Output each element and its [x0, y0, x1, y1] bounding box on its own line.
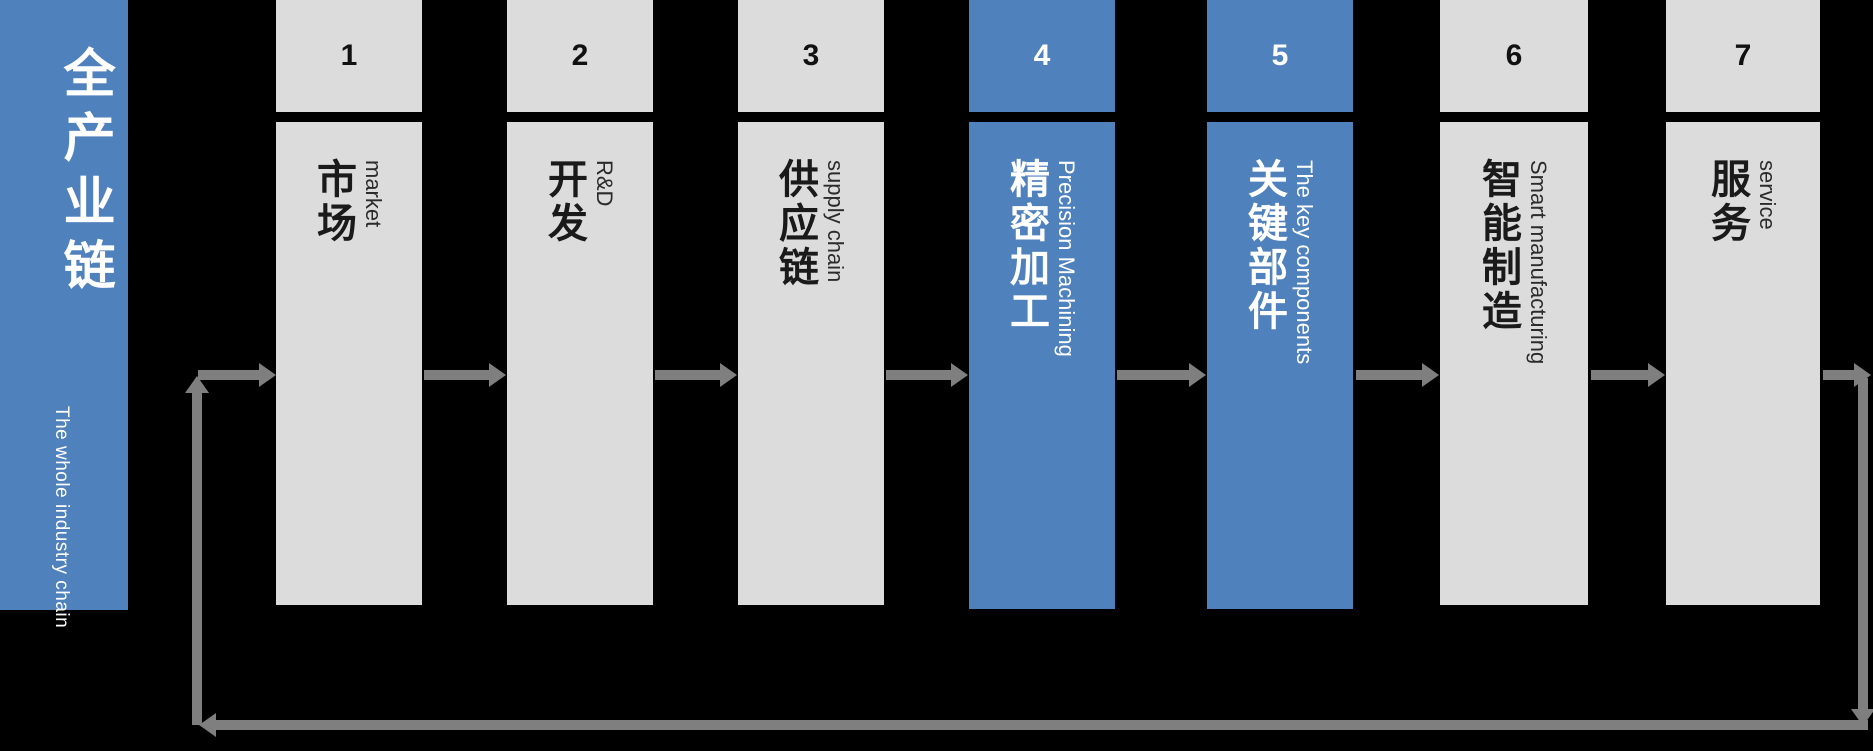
stage-number-6[interactable]: 6	[1440, 0, 1588, 112]
stage-label-cn-1: 市场	[311, 158, 355, 246]
stage-box-2[interactable]: 开发 R&D	[507, 122, 653, 605]
stage-label-en-5: The key components	[1292, 160, 1317, 365]
stage-number-3[interactable]: 3	[738, 0, 884, 112]
flow-arrow-into-1	[198, 363, 276, 387]
stage-label-cn-4: 精密加工	[1004, 158, 1048, 334]
banner-title-en: The whole industry chain	[51, 406, 73, 629]
stage-box-3[interactable]: 供应链 supply chain	[738, 122, 884, 605]
stage-number-5[interactable]: 5	[1207, 0, 1353, 112]
stage-label-cn-6: 智能制造	[1476, 158, 1520, 334]
feedback-line-left	[185, 376, 209, 725]
flow-arrow-4-to-5	[1117, 363, 1206, 387]
flow-arrow-1-to-2	[424, 363, 506, 387]
stage-label-en-2: R&D	[592, 160, 617, 207]
stage-number-1[interactable]: 1	[276, 0, 422, 112]
stage-label-cn-5: 关键部件	[1242, 158, 1286, 334]
stage-label-cn-3: 供应链	[773, 158, 817, 290]
stage-box-5[interactable]: 关键部件 The key components	[1207, 122, 1353, 609]
stage-box-1[interactable]: 市场 market	[276, 122, 422, 605]
stage-number-7[interactable]: 7	[1666, 0, 1820, 112]
stage-number-4[interactable]: 4	[969, 0, 1115, 112]
flow-arrow-6-to-7	[1591, 363, 1665, 387]
feedback-line-right	[1851, 378, 1873, 726]
stage-label-en-1: market	[361, 160, 386, 228]
banner-whole-industry-chain: 全产业链 The whole industry chain	[0, 0, 128, 628]
stage-label-cn-7: 服务	[1705, 158, 1749, 246]
stage-box-7[interactable]: 服务 service	[1666, 122, 1820, 605]
stage-box-4[interactable]: 精密加工 Precision Machining	[969, 122, 1115, 609]
stage-number-2[interactable]: 2	[507, 0, 653, 112]
stage-label-en-4: Precision Machining	[1054, 160, 1079, 357]
stage-label-en-3: supply chain	[823, 160, 848, 283]
flow-arrow-3-to-4	[886, 363, 968, 387]
flow-arrow-5-to-6	[1356, 363, 1439, 387]
flow-arrow-out-of-7	[1823, 363, 1871, 387]
stage-label-en-6: Smart manufacturing	[1526, 160, 1551, 365]
flow-arrow-2-to-3	[655, 363, 737, 387]
banner-title-cn: 全产业链	[55, 46, 114, 302]
stage-label-en-7: service	[1755, 160, 1780, 230]
feedback-line-bottom	[215, 720, 1868, 730]
stage-box-6[interactable]: 智能制造 Smart manufacturing	[1440, 122, 1588, 605]
stage-label-cn-2: 开发	[542, 158, 586, 246]
